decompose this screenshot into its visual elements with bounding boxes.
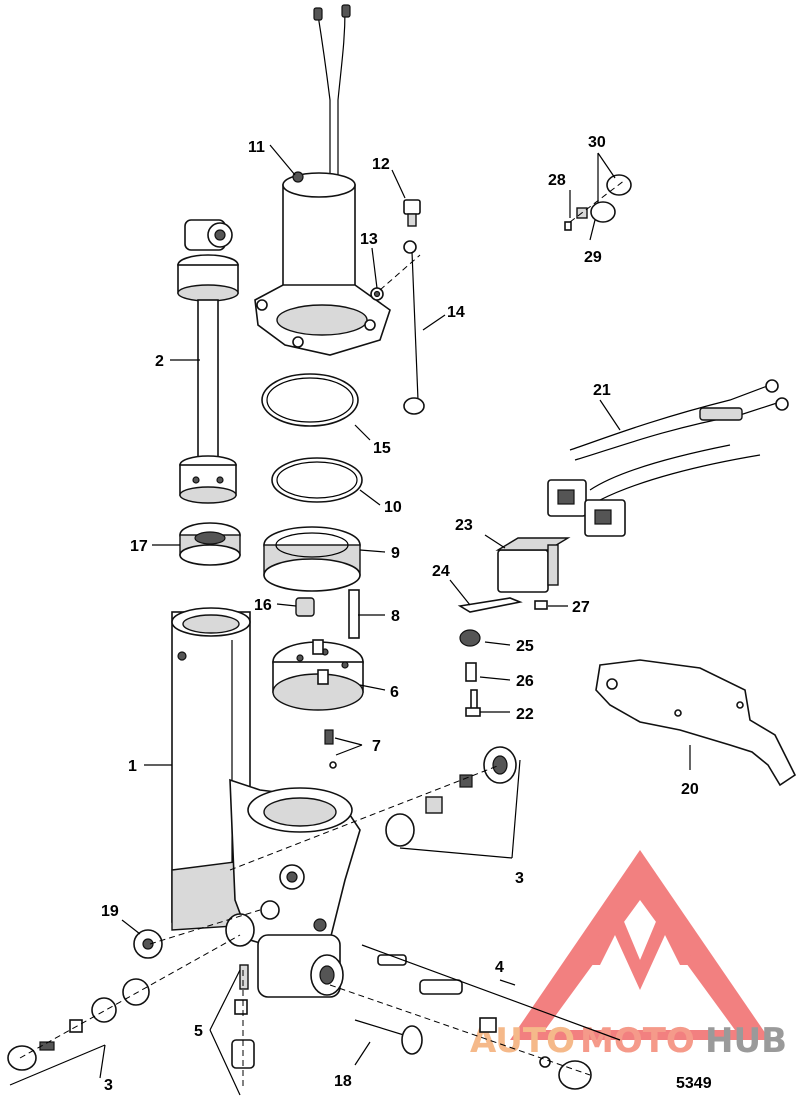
callout-15: 15 <box>373 440 391 457</box>
part-24-bracket <box>457 597 523 613</box>
callout-7: 7 <box>372 738 381 755</box>
part-20-bracket <box>595 659 797 787</box>
callout-27: 27 <box>572 599 590 616</box>
part-5-valve <box>231 964 255 1069</box>
callout-6: 6 <box>390 684 399 701</box>
part-8-bolt <box>348 589 360 639</box>
callout-20: 20 <box>681 781 699 798</box>
watermark-logo <box>510 850 770 1040</box>
callout-25: 25 <box>516 638 534 655</box>
leader-lines <box>9 144 691 1096</box>
part-3-check-valve-right <box>385 746 517 847</box>
callout-18: 18 <box>334 1073 352 1090</box>
part-22-bolt <box>465 689 481 717</box>
callout-12: 12 <box>372 156 390 173</box>
watermark-text-moto: MOTO <box>580 1021 695 1061</box>
dashed-assembly-lines <box>19 179 626 1090</box>
callout-11: 11 <box>248 139 265 156</box>
part-4-valve-assembly <box>377 954 592 1090</box>
part-23-relay <box>495 537 571 593</box>
part-30-clamp <box>590 174 632 223</box>
callout-14: 14 <box>447 304 465 321</box>
callout-17: 17 <box>130 538 148 555</box>
callout-9: 9 <box>391 545 400 562</box>
part-14-ground-strap <box>403 240 425 415</box>
callout-21: 21 <box>593 382 611 399</box>
part-27-pin <box>534 600 548 610</box>
part-6-valve-body <box>272 639 364 711</box>
callout-29: 29 <box>584 249 602 266</box>
callout-23: 23 <box>455 517 473 534</box>
callout-24: 24 <box>432 563 450 580</box>
part-25-grommet <box>459 629 481 647</box>
callout-16: 16 <box>254 597 272 614</box>
part-3-check-valve-left <box>7 978 150 1071</box>
part-10-oring <box>271 457 363 503</box>
callout-30: 30 <box>588 134 606 151</box>
callout-10: 10 <box>384 499 402 516</box>
part-11-motor <box>254 4 391 356</box>
part-1-cylinder-body <box>171 607 361 998</box>
callout-3-right: 3 <box>515 870 524 887</box>
part-21-wiring-harness <box>547 379 789 537</box>
callout-3-left: 3 <box>104 1077 113 1094</box>
watermark-text-hub: HUB <box>705 1021 787 1061</box>
part-7-spring <box>324 729 334 745</box>
part-17-seal <box>179 522 241 566</box>
part-9-ring <box>263 526 361 592</box>
callout-4: 4 <box>495 959 504 976</box>
callout-8: 8 <box>391 608 400 625</box>
callout-2: 2 <box>155 353 164 370</box>
watermark-m-shape <box>585 900 695 990</box>
part-28-screw <box>564 221 572 231</box>
part-15-oring-oval <box>261 373 359 427</box>
part-19-fitting <box>133 929 163 959</box>
part-26-bushing <box>465 662 477 682</box>
callout-13: 13 <box>360 231 378 248</box>
callout-26: 26 <box>516 673 534 690</box>
part-12-screw <box>403 199 421 227</box>
callout-22: 22 <box>516 706 534 723</box>
part-2-piston-rod <box>177 219 239 504</box>
part-18-shaft <box>354 1019 423 1055</box>
part-16-clip <box>295 597 315 617</box>
callout-19: 19 <box>101 903 119 920</box>
callout-1: 1 <box>128 758 137 775</box>
figure-number: 5349 <box>676 1075 712 1092</box>
callout-28: 28 <box>548 172 566 189</box>
callout-5: 5 <box>194 1023 203 1040</box>
